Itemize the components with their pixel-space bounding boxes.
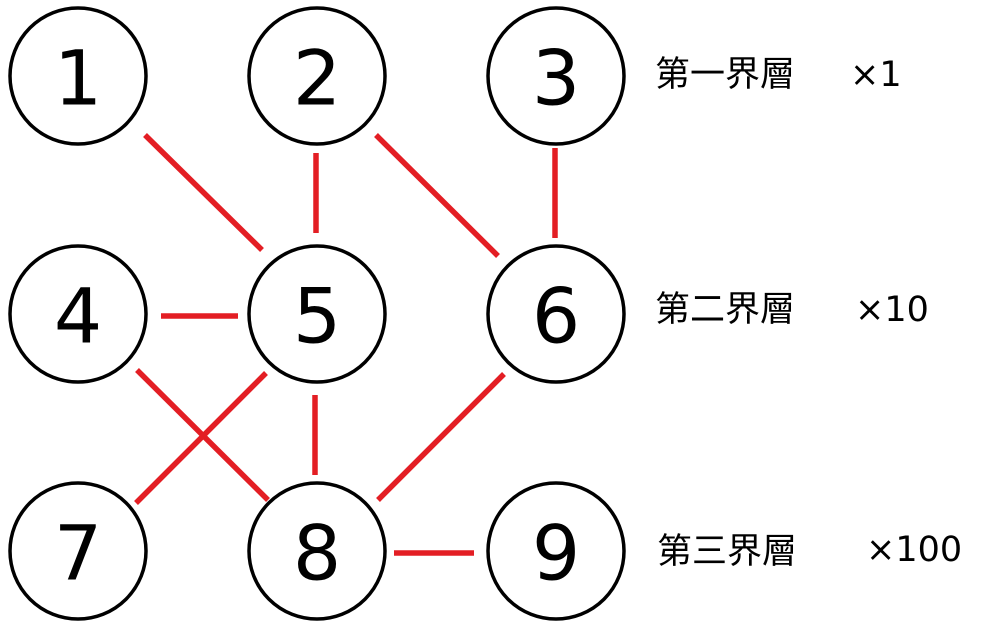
- node-7: 7: [8, 481, 148, 621]
- node-circle-9: [486, 481, 626, 621]
- node-1: 1: [8, 6, 148, 146]
- node-label-5: 5: [293, 272, 341, 361]
- node-8: 8: [247, 481, 387, 621]
- node-6: 6: [486, 244, 626, 384]
- node-circle-8: [247, 481, 387, 621]
- level-3-name: 第三界層: [657, 532, 798, 572]
- node-circle-2: [247, 6, 387, 146]
- node-label-7: 7: [54, 509, 102, 598]
- node-label-2: 2: [293, 34, 341, 123]
- level-1-name: 第一界層: [655, 55, 796, 95]
- node-circle-4: [8, 244, 148, 384]
- level-1-multiplier: ×1: [850, 55, 902, 95]
- node-5: 5: [247, 244, 387, 384]
- edges-layer: [134, 133, 558, 556]
- edge-2-6: [374, 133, 500, 258]
- nodes-layer: 1 2 3 4 5 6 7 8 9: [8, 6, 626, 621]
- level-3-multiplier: ×100: [866, 530, 963, 570]
- node-4: 4: [8, 244, 148, 384]
- edge-6-8: [376, 372, 506, 502]
- node-circle-6: [486, 244, 626, 384]
- node-label-4: 4: [54, 272, 102, 361]
- edge-5-7: [134, 371, 268, 505]
- node-9: 9: [486, 481, 626, 621]
- node-label-6: 6: [532, 272, 580, 361]
- node-circle-5: [247, 244, 387, 384]
- node-label-9: 9: [532, 509, 580, 598]
- node-2: 2: [247, 6, 387, 146]
- node-circle-7: [8, 481, 148, 621]
- node-label-1: 1: [54, 34, 102, 123]
- node-label-8: 8: [293, 509, 341, 598]
- edge-1-5: [143, 133, 264, 252]
- node-label-3: 3: [532, 34, 580, 123]
- node-circle-1: [8, 6, 148, 146]
- level-2-multiplier: ×10: [855, 290, 929, 330]
- node-circle-3: [486, 6, 626, 146]
- node-3: 3: [486, 6, 626, 146]
- level-2-name: 第二界層: [655, 290, 796, 330]
